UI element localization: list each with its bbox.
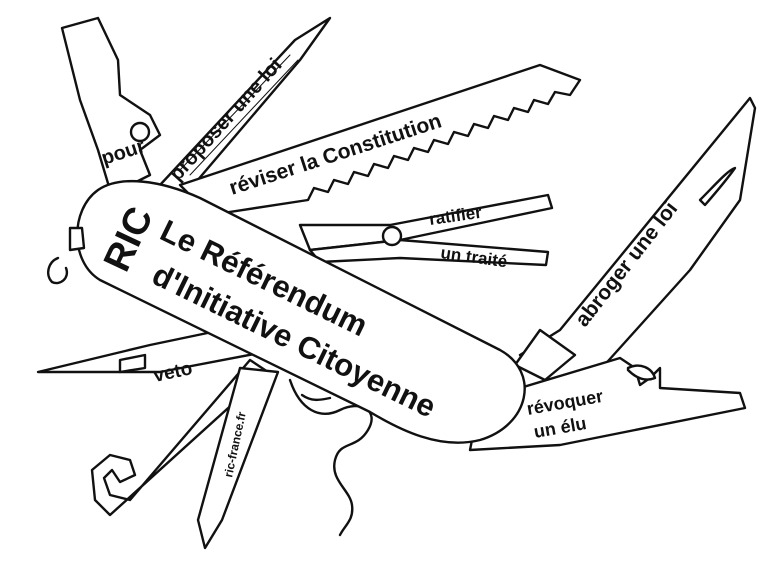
awl-tool [196, 366, 280, 550]
corkscrew-tool [288, 378, 373, 537]
bottle-opener-tool [60, 16, 162, 192]
knife-handle [46, 180, 526, 444]
hook-tool [90, 358, 270, 517]
can-opener-revoquer [468, 356, 747, 452]
saw-blade-reviser [178, 63, 582, 217]
scissors-ratifier [298, 193, 554, 267]
